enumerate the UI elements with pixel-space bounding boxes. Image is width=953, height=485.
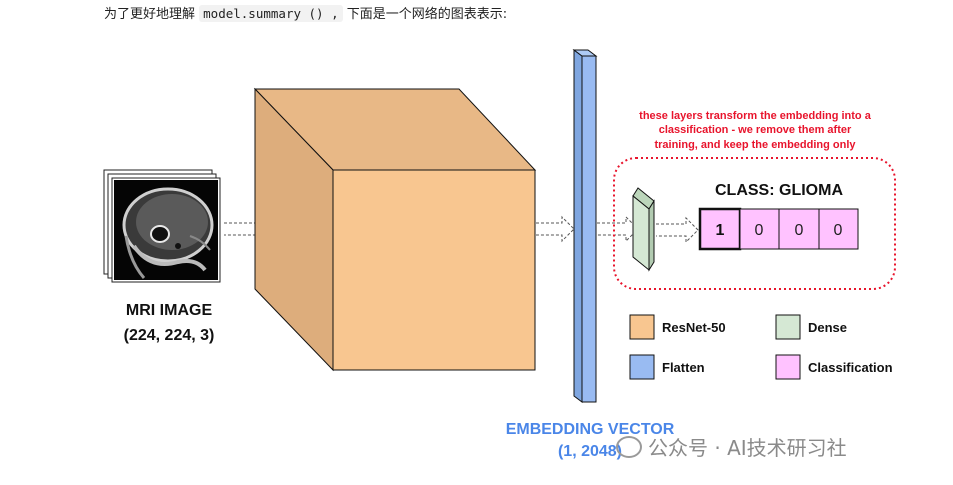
- classification-vector: 1 0 0 0: [698, 207, 859, 251]
- class-value-3: 0: [834, 222, 843, 239]
- input-shape: (224, 224, 3): [124, 327, 215, 344]
- flatten-bar: [572, 49, 598, 403]
- legend-label-dense: Dense: [808, 320, 847, 335]
- caption-suffix: 下面是一个网络的图表表示:: [346, 7, 508, 22]
- arrow-flatten-to-dense: [597, 215, 639, 243]
- legend-label-classification: Classification: [808, 360, 893, 375]
- mri-scan-image: [114, 180, 218, 280]
- resnet-cube: [253, 87, 537, 372]
- page-caption: 为了更好地理解 model.summary () , 下面是一个网络的图表表示:: [104, 4, 507, 25]
- note-line-3: training, and keep the embedding only: [654, 139, 856, 151]
- mri-image-stack: [103, 169, 221, 283]
- class-cell-1: [739, 208, 780, 250]
- embedding-shape: (1, 2048): [558, 443, 622, 460]
- note-line-2: classification - we remove them after: [659, 124, 852, 136]
- caption-prefix: 为了更好地理解: [104, 7, 196, 22]
- class-value-0: 1: [716, 222, 725, 239]
- legend: ResNet-50 Dense Flatten Classification: [629, 314, 893, 380]
- arrow-dense-to-classification: [656, 216, 699, 244]
- arrow-resnet-to-flatten: [536, 215, 575, 243]
- legend-swatch-resnet: [629, 314, 655, 340]
- embedding-title: EMBEDDING VECTOR: [506, 421, 675, 438]
- watermark: 公众号 · AI技术研习社: [616, 432, 847, 461]
- legend-swatch-classification: [775, 354, 801, 380]
- legend-label-flatten: Flatten: [662, 360, 705, 375]
- watermark-text: 公众号 · AI技术研习社: [648, 436, 847, 460]
- input-title: MRI IMAGE: [126, 302, 213, 319]
- dense-layer: [632, 187, 655, 272]
- classification-title: CLASS: GLIOMA: [715, 182, 843, 199]
- removable-layers-group: [613, 157, 896, 290]
- note-line-1: these layers transform the embedding int…: [639, 110, 872, 122]
- class-value-1: 0: [755, 222, 764, 239]
- legend-label-resnet: ResNet-50: [662, 320, 726, 335]
- wechat-icon: [616, 435, 642, 458]
- class-cell-3: [818, 208, 859, 250]
- class-cell-2: [778, 208, 820, 250]
- legend-swatch-dense: [775, 314, 801, 340]
- class-value-2: 0: [795, 222, 804, 239]
- caption-code: model.summary () ,: [199, 5, 343, 22]
- legend-swatch-flatten: [629, 354, 655, 380]
